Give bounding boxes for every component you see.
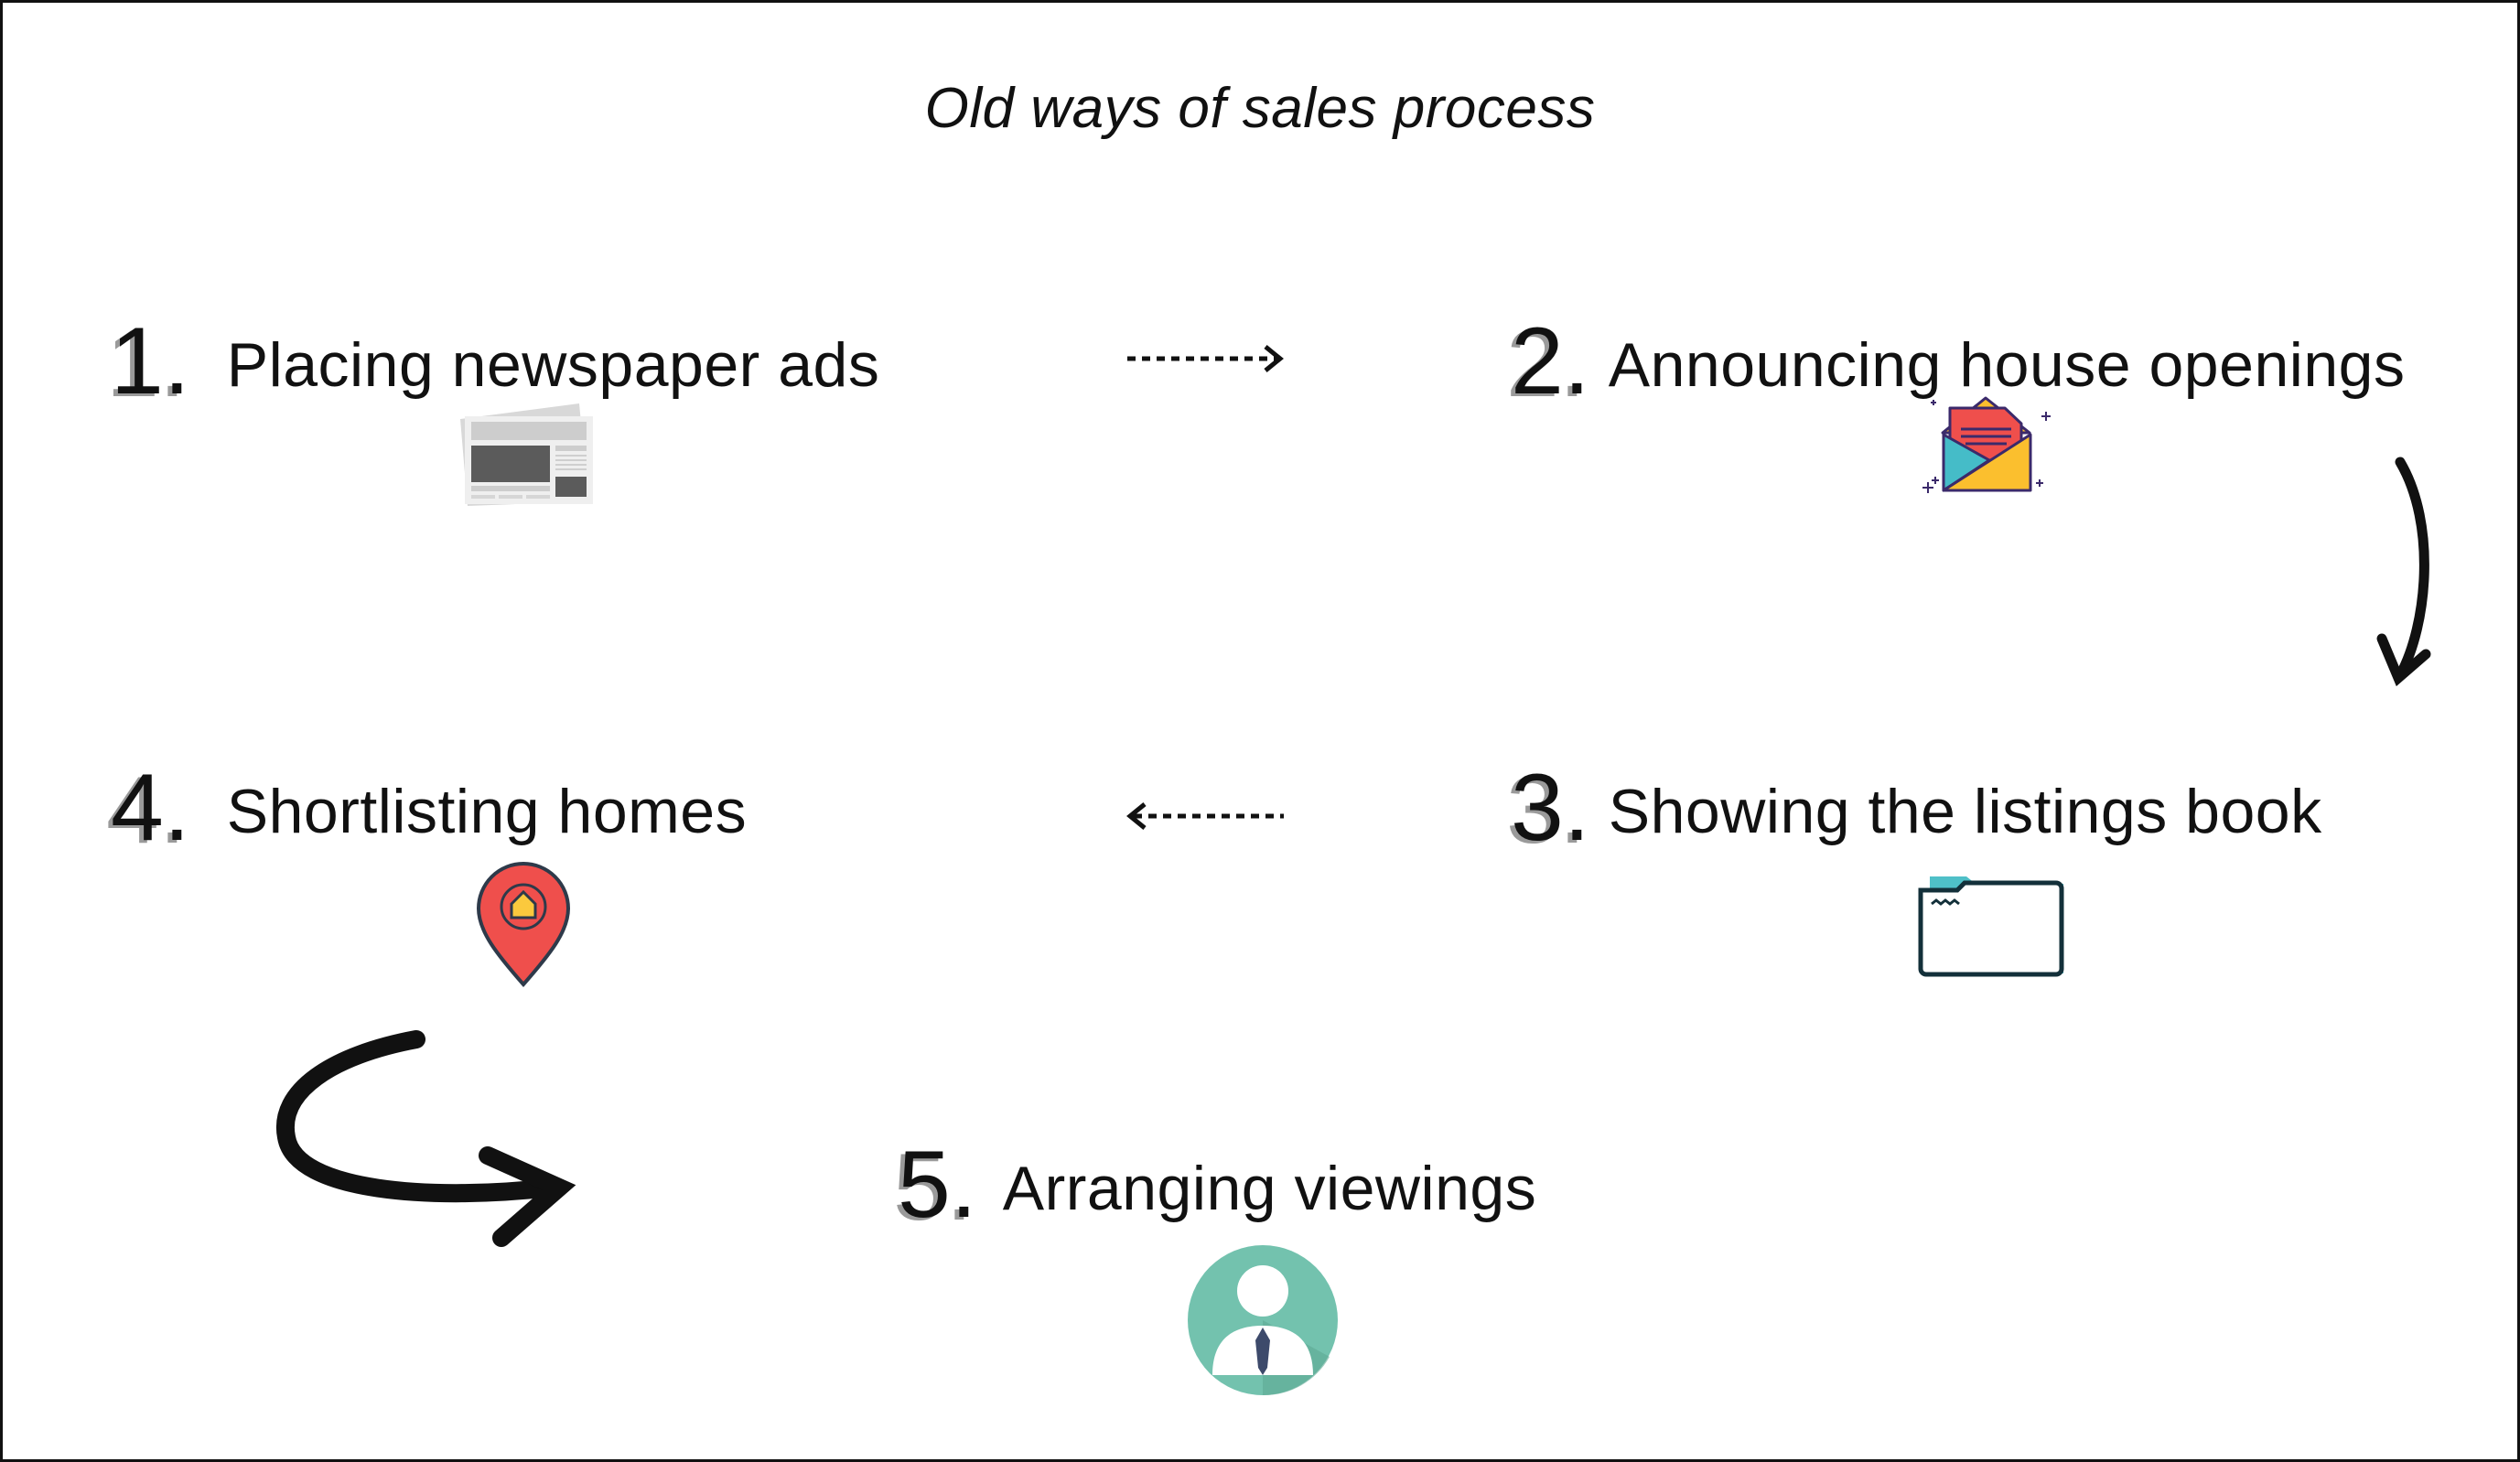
step-3: 3. Showing the listings book [1511, 760, 2322, 855]
home-location-pin-icon [476, 862, 571, 988]
step-label: Shortlisting homes [226, 777, 748, 846]
step-number: 4. [111, 755, 190, 861]
diagram-title: Old ways of sales process [924, 77, 1596, 140]
step-5: 5. Arranging viewings [898, 1137, 1536, 1232]
step-number: 2. [1511, 308, 1590, 414]
dotted-arrow-left-icon [1126, 802, 1284, 830]
envelope-letter-icon [1922, 396, 2051, 493]
curved-loop-arrow-icon [275, 1030, 576, 1247]
newspaper-icon [460, 403, 593, 506]
step-label: Announcing house openings [1608, 330, 2406, 400]
step-number: 3. [1511, 755, 1590, 861]
dotted-arrow-right-icon [1127, 345, 1284, 372]
step-label: Showing the listings book [1608, 777, 2322, 846]
step-label: Arranging viewings [1002, 1154, 1537, 1223]
curved-down-arrow-icon [2376, 457, 2431, 687]
folder-icon [1918, 876, 2064, 977]
step-1: 1. Placing newspaper ads [111, 314, 879, 409]
step-label: Placing newspaper ads [226, 330, 880, 400]
step-4: 4. Shortlisting homes [111, 760, 747, 855]
step-number: 5. [898, 1132, 977, 1238]
step-number: 1. [111, 308, 190, 414]
businessman-avatar-icon [1188, 1245, 1338, 1396]
step-2: 2. Announcing house openings [1511, 314, 2406, 409]
